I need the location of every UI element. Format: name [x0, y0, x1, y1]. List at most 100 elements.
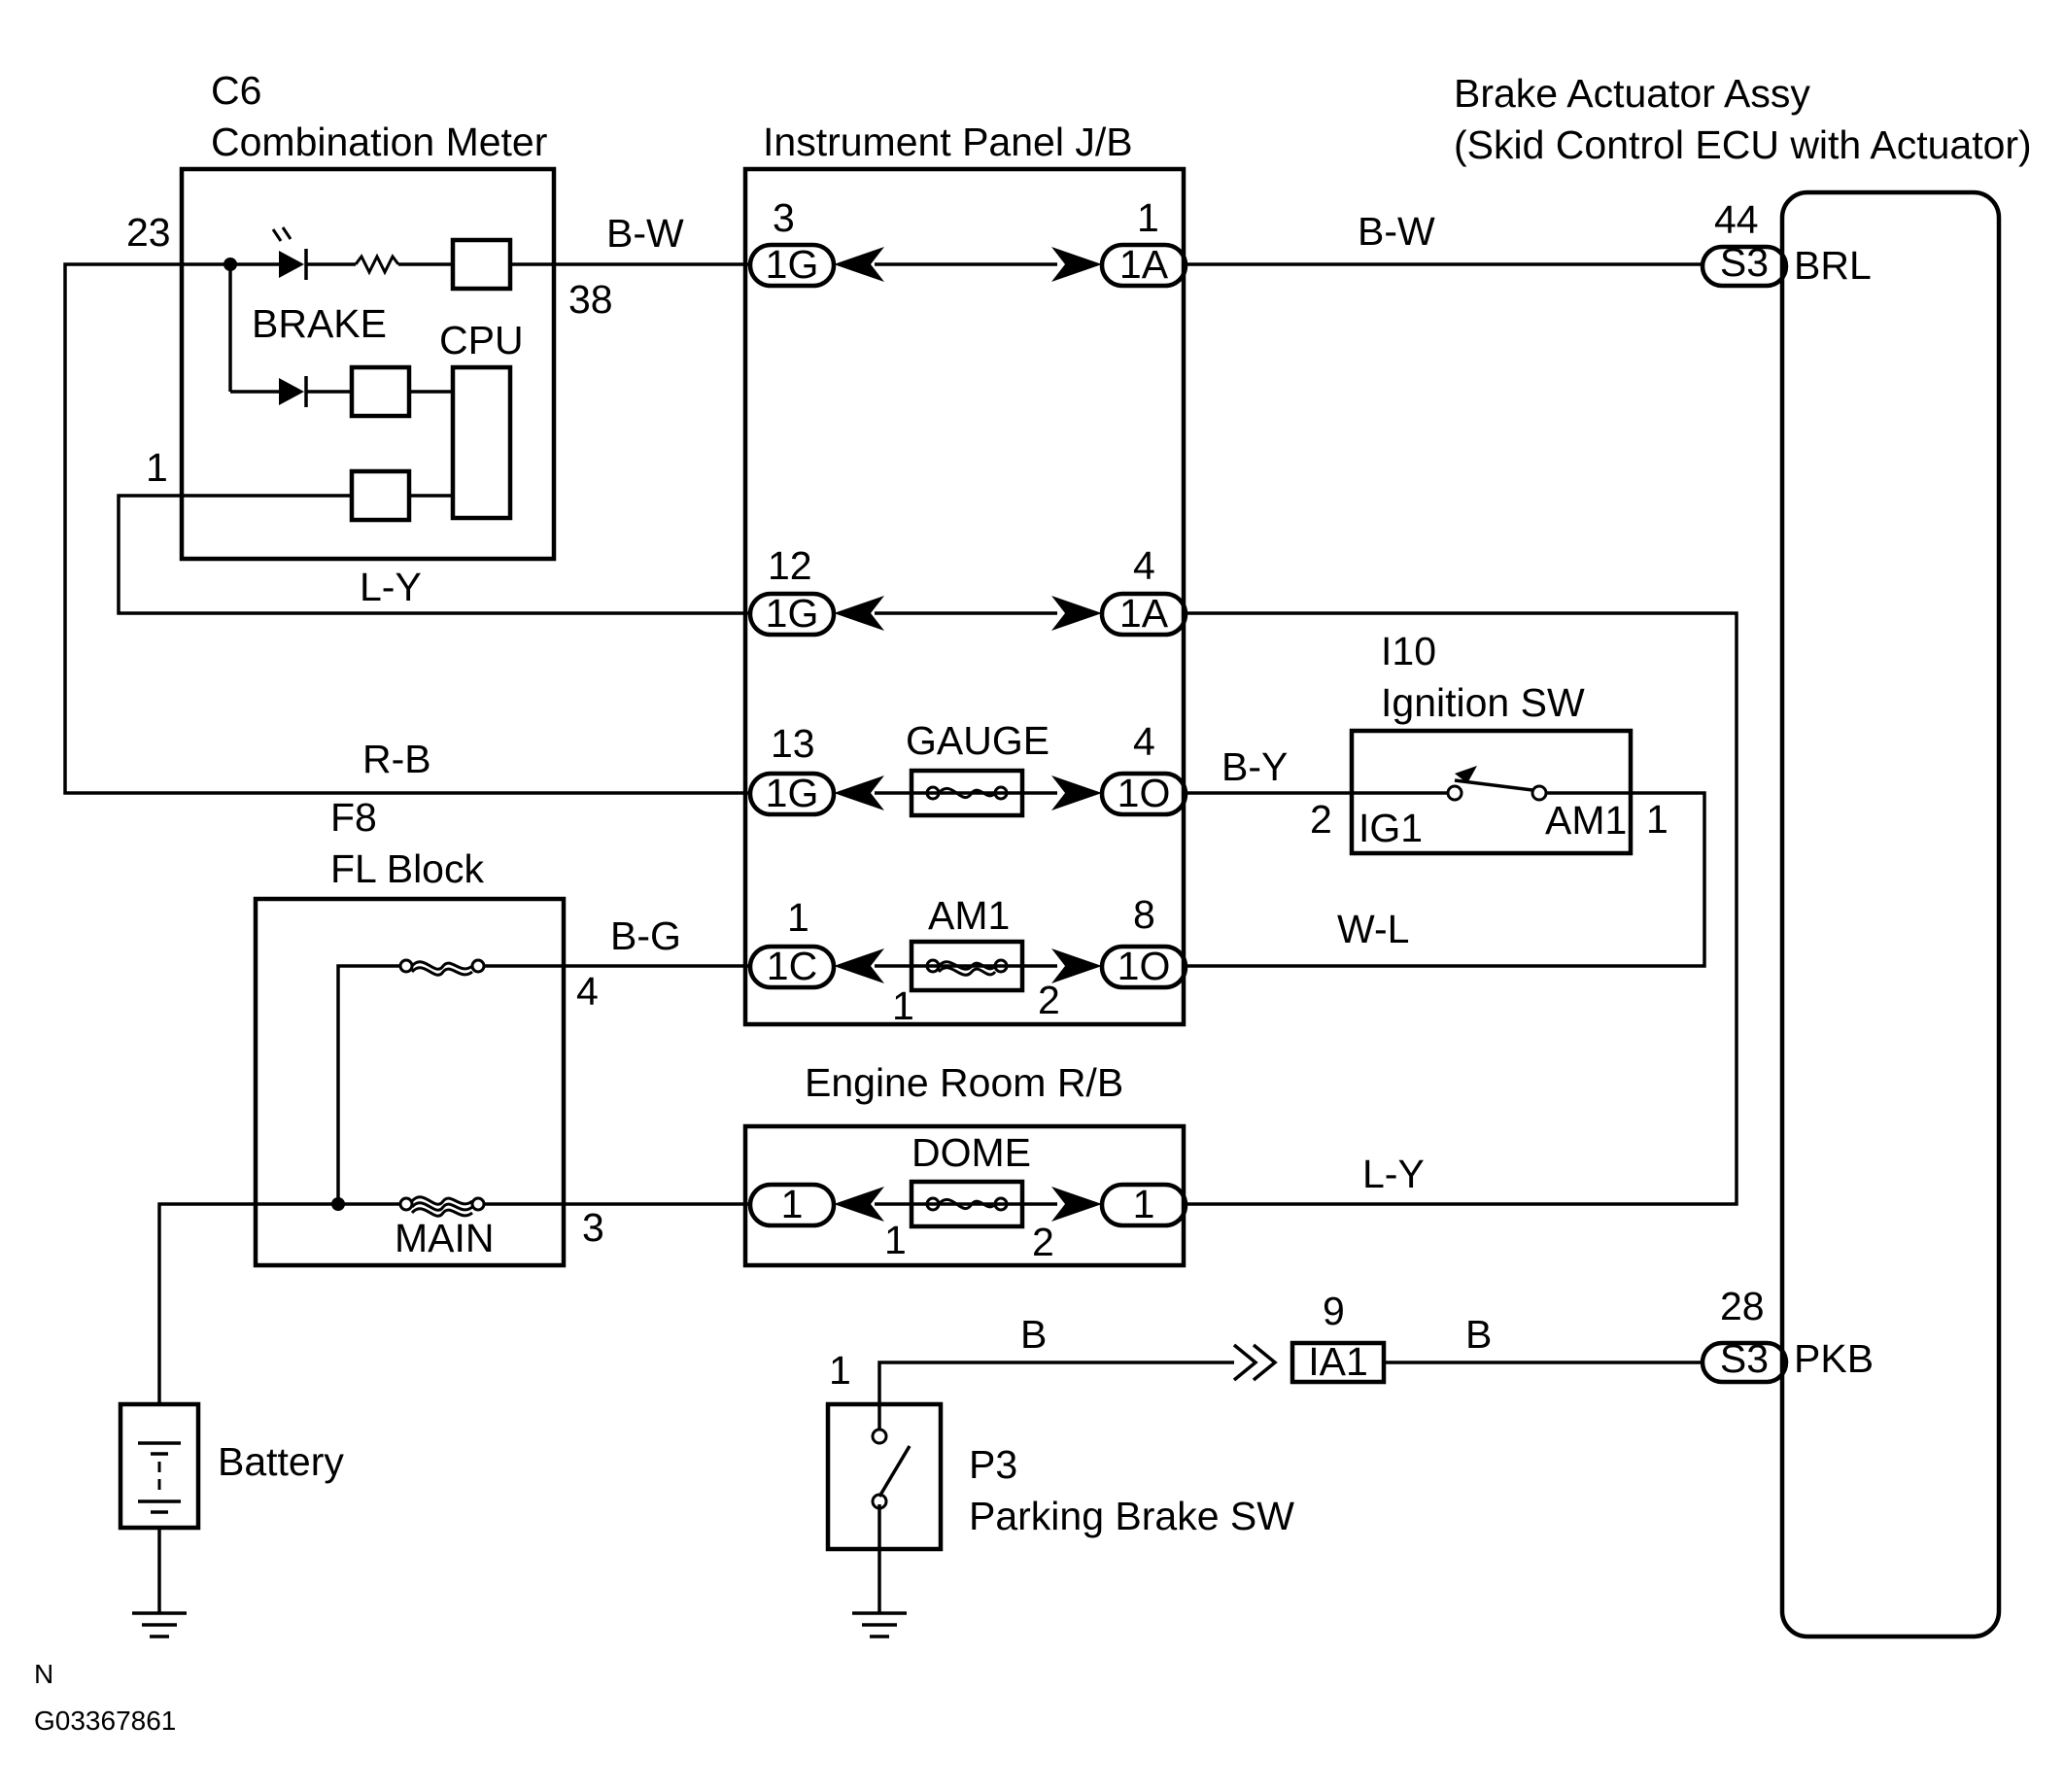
ignition-switch-icon	[1354, 766, 1629, 802]
brake-actuator-title: Brake Actuator Assy	[1454, 71, 1810, 116]
pin-label: 4	[1133, 719, 1155, 764]
brake-label: BRAKE	[252, 301, 387, 346]
combination-meter-internals	[224, 226, 513, 523]
pkb-terminal-label: PKB	[1794, 1336, 1874, 1381]
wire-color-label: L-Y	[1362, 1152, 1425, 1196]
resistor-icon	[354, 253, 400, 276]
pin-label: 38	[568, 277, 613, 322]
brake-led-icon	[279, 251, 304, 278]
parking-brake-switch-icon	[871, 1428, 912, 1510]
connector-label: S3	[1720, 1336, 1769, 1381]
wire-color-label: B	[1020, 1312, 1047, 1357]
ignition-sw-code: I10	[1381, 629, 1436, 673]
brl-terminal-label: BRL	[1794, 243, 1872, 288]
pin-label: 1	[892, 983, 914, 1028]
connector-label: 1G	[766, 242, 819, 287]
brake-diode-icon	[279, 378, 304, 405]
fl-block-title: FL Block	[330, 846, 484, 891]
pin-label: 4	[1133, 543, 1155, 588]
pin-label: 12	[768, 543, 812, 588]
pin-label: 1	[1646, 797, 1668, 842]
dome-fuse-label: DOME	[912, 1130, 1031, 1175]
connector-label: S3	[1720, 240, 1769, 285]
pin-label: 1	[146, 445, 168, 490]
parking-brake-sw-title: Parking Brake SW	[969, 1494, 1294, 1538]
pin-label: 2	[1038, 978, 1060, 1022]
parking-brake-sw-box	[825, 1401, 944, 1552]
wire-battery	[157, 1202, 338, 1404]
ig1-label: IG1	[1359, 806, 1423, 850]
wire-rb	[63, 262, 750, 795]
engine-room-rb-title: Engine Room R/B	[805, 1060, 1123, 1105]
pin-label: 3	[773, 195, 795, 240]
cpu-block	[450, 364, 513, 521]
jb-arrow-icons	[834, 247, 1102, 1222]
connector-label: 1G	[766, 771, 819, 815]
combination-meter-title: Combination Meter	[211, 120, 547, 164]
jb-connectors	[747, 242, 1789, 1385]
pin-label: 44	[1714, 197, 1759, 242]
connector-label: 1O	[1118, 944, 1171, 988]
wire-color-label: R-B	[362, 737, 431, 781]
combination-meter-box	[179, 166, 557, 562]
wire-color-label: B-Y	[1221, 744, 1288, 789]
junction-dot	[224, 258, 237, 271]
battery-icon	[138, 1441, 181, 1514]
pin-label: 2	[1032, 1220, 1054, 1264]
ia1-connector-icon	[1232, 1340, 1387, 1385]
pin-label: 13	[771, 721, 815, 766]
brake-actuator-subtitle: (Skid Control ECU with Actuator)	[1454, 122, 2032, 167]
parking-brake-sw-code: P3	[969, 1442, 1017, 1487]
pin-label: 1	[1137, 195, 1159, 240]
pin-label: 1	[787, 895, 809, 940]
junction-dot	[331, 1197, 345, 1211]
instrument-panel-jb-box	[742, 166, 1187, 1027]
fuse-icons	[331, 768, 1025, 1229]
pin-label: 9	[1323, 1289, 1345, 1333]
wire-color-label: B-W	[1358, 209, 1435, 254]
battery-label: Battery	[218, 1439, 344, 1484]
pin-label: 3	[582, 1205, 604, 1250]
pin-label: 1	[829, 1348, 851, 1393]
footer-code: G03367861	[34, 1706, 176, 1736]
wire-color-label: B-W	[606, 211, 684, 256]
wire-wl	[1182, 791, 1706, 968]
connector-label: 1O	[1118, 771, 1171, 815]
wire-color-label: B	[1465, 1312, 1492, 1357]
wire-color-label: W-L	[1337, 907, 1409, 951]
ground-icon	[852, 1611, 907, 1638]
wire-b-left	[877, 1361, 1234, 1429]
pin-label: 28	[1720, 1284, 1765, 1328]
gauge-fuse-label: GAUGE	[906, 718, 1049, 763]
wire-ly-top	[117, 494, 750, 615]
wire-ly-bottom	[1182, 611, 1738, 1206]
pin-label: 23	[126, 210, 171, 255]
connector-label: 1	[781, 1182, 804, 1226]
ground-icon	[132, 1611, 187, 1638]
wire-color-label: B-G	[610, 913, 681, 958]
connector-label: 1A	[1119, 242, 1169, 287]
connector-label: 1G	[766, 591, 819, 636]
pin-label: 8	[1133, 892, 1155, 937]
am1-terminal-label: AM1	[1545, 798, 1627, 843]
connector-label: 1A	[1119, 591, 1169, 636]
fl-internal-wire	[336, 964, 400, 1204]
pin-label: 4	[576, 969, 599, 1014]
am1-fuse-label: AM1	[928, 893, 1010, 938]
connector-label: 1	[1133, 1182, 1155, 1226]
combination-meter-code: C6	[211, 68, 261, 113]
footer-letter: N	[34, 1659, 53, 1689]
main-fuse-label: MAIN	[395, 1216, 495, 1260]
pin-label: 2	[1310, 797, 1332, 842]
wire-color-label: L-Y	[360, 565, 422, 609]
ignition-sw-title: Ignition SW	[1381, 680, 1585, 725]
instrument-panel-jb-title: Instrument Panel J/B	[763, 120, 1133, 164]
fl-block-code: F8	[330, 795, 377, 840]
connector-label: IA1	[1308, 1339, 1368, 1384]
connector-label: 1C	[767, 944, 817, 988]
pin-label: 1	[884, 1218, 907, 1262]
cpu-label: CPU	[439, 318, 524, 362]
brake-actuator-box	[1779, 190, 2002, 1639]
fl-block-box	[253, 896, 567, 1268]
